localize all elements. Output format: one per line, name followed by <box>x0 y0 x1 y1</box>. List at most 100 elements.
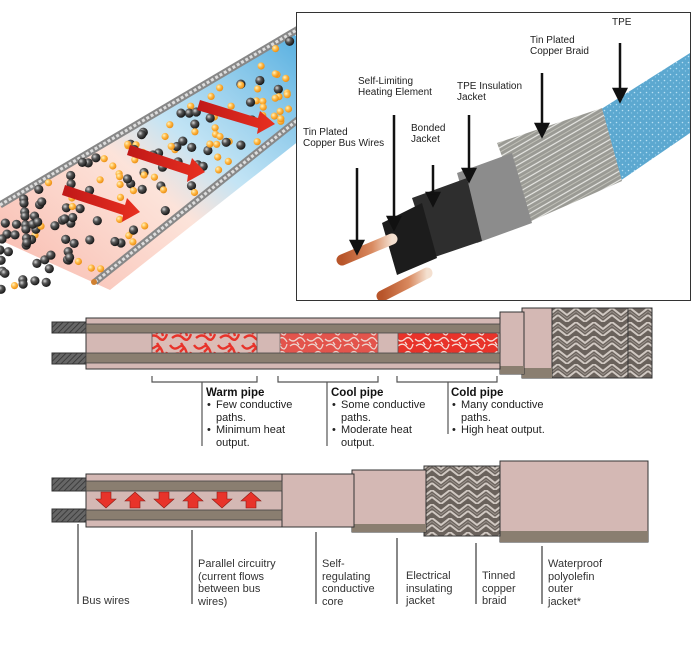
polymer-particle <box>0 284 6 294</box>
carbon-particle <box>10 282 19 290</box>
section-cool-pipe: Cool pipe Some conductive paths. Moderat… <box>331 387 425 449</box>
insulation-segment <box>351 469 427 533</box>
section-heading: Warm pipe <box>206 387 265 399</box>
carbon-particle <box>74 257 82 266</box>
cable-cutaway <box>336 43 690 300</box>
carbon-particle <box>214 153 222 161</box>
carbon-particle <box>207 92 215 100</box>
polymer-particle <box>160 206 170 216</box>
polymer-particle <box>60 214 70 224</box>
carbon-particle <box>257 62 265 70</box>
bus-wire-end-upper <box>51 477 87 492</box>
carbon-particle <box>276 107 284 115</box>
polymer-particle <box>92 216 102 226</box>
carbon-particle <box>190 188 199 197</box>
polymer-particle <box>65 252 75 262</box>
polymer-particle <box>32 258 42 268</box>
carbon-particle <box>129 187 137 195</box>
carbon-particle <box>129 238 137 246</box>
outer-jacket-segment <box>521 307 553 379</box>
polymer-particle <box>245 97 256 107</box>
carbon-particle <box>259 103 267 111</box>
carbon-particle <box>271 70 279 78</box>
polymer-particle <box>22 238 32 248</box>
polymer-particle <box>221 137 231 147</box>
current-arrow-icon <box>62 185 140 222</box>
polymer-particle <box>205 113 215 123</box>
polymer-particle <box>122 174 133 184</box>
polymer-particle <box>50 221 60 231</box>
callout-bonded-jacket: Bonded Jacket <box>411 123 446 145</box>
polymer-particle <box>91 153 101 163</box>
section-bullet: Minimum heat output. <box>206 424 292 449</box>
carbon-particle <box>124 140 132 148</box>
carbon-particle <box>159 186 168 194</box>
polymer-particle <box>34 184 44 194</box>
bus-wire-upper <box>0 24 300 209</box>
carbon-particle <box>44 179 53 187</box>
construction-leaders <box>77 524 543 604</box>
label-conductive-core: Self- regulating conductive core <box>322 558 375 608</box>
carbon-particle <box>68 202 76 211</box>
carbon-particle <box>253 138 261 146</box>
polymer-particle <box>37 197 47 207</box>
carbon-particle <box>277 115 285 123</box>
polymer-particle <box>255 75 265 86</box>
polymer-particle <box>41 277 51 287</box>
carbon-particle <box>216 84 224 92</box>
braid-segment <box>423 465 501 537</box>
label-outer-jacket: Waterproof polyolefin outer jacket* <box>548 558 603 608</box>
polymer-particle <box>69 238 79 248</box>
polymer-particle <box>30 276 40 286</box>
bus-wire-end-lower <box>51 508 87 523</box>
section-bullet: Some conductive paths. <box>331 399 425 424</box>
polymer-particle <box>0 234 7 244</box>
label-parallel-circuitry: Parallel circuitry (current flows betwee… <box>198 558 276 608</box>
section-heading: Cool pipe <box>331 387 384 399</box>
carbon-particle <box>283 91 291 99</box>
bus-wire-end-upper <box>51 321 87 334</box>
callout-arrows <box>348 43 629 256</box>
carbon-particle <box>96 176 104 184</box>
carbon-particle <box>270 112 278 120</box>
polymer-particle <box>18 279 28 289</box>
insulation-segment <box>499 311 525 375</box>
carbon-particle <box>125 232 133 240</box>
section-warm-pipe: Warm pipe Few conductive paths. Minimum … <box>206 387 292 449</box>
callout-bus-wires: Tin Plated Copper Bus Wires <box>303 127 385 149</box>
callout-tpe: TPE <box>612 17 632 28</box>
label-bus-wires: Bus wires <box>82 595 130 607</box>
arrow-down-icon <box>153 491 175 509</box>
label-insulating-jacket: Electrical insulating jacket <box>406 570 453 607</box>
carbon-particle <box>227 102 235 110</box>
polymer-particle <box>0 255 6 265</box>
heat-arrows <box>62 100 275 222</box>
polymer-particle <box>66 170 76 181</box>
current-arrow-icon <box>127 145 205 182</box>
particle-illustration <box>0 24 300 294</box>
carbon-particle <box>216 132 224 141</box>
polymer-particle <box>3 247 14 257</box>
polymer-particle <box>172 141 182 152</box>
arrow-up-icon <box>182 491 204 509</box>
polymer-particle <box>33 217 43 227</box>
polymer-particle <box>190 119 200 129</box>
carbon-particle <box>116 193 125 201</box>
zone-brackets <box>151 376 498 446</box>
carbon-particle <box>224 157 232 165</box>
polymer-particle <box>128 225 139 235</box>
polymer-particle <box>46 250 56 260</box>
polymer-particle <box>19 198 29 208</box>
carbon-particle <box>87 264 95 272</box>
carbon-particle <box>166 121 174 129</box>
carbon-particle <box>215 166 223 174</box>
polymer-particle <box>85 235 95 245</box>
cool-zone-paths <box>279 332 379 354</box>
carbon-particle <box>191 128 199 136</box>
polymer-particle <box>187 142 197 152</box>
polymer-particle <box>10 230 20 240</box>
carbon-particle <box>254 85 262 93</box>
carbon-particle <box>116 215 124 223</box>
carbon-particle <box>282 74 290 82</box>
callout-tpe-insulation: TPE Insulation Jacket <box>457 81 523 103</box>
